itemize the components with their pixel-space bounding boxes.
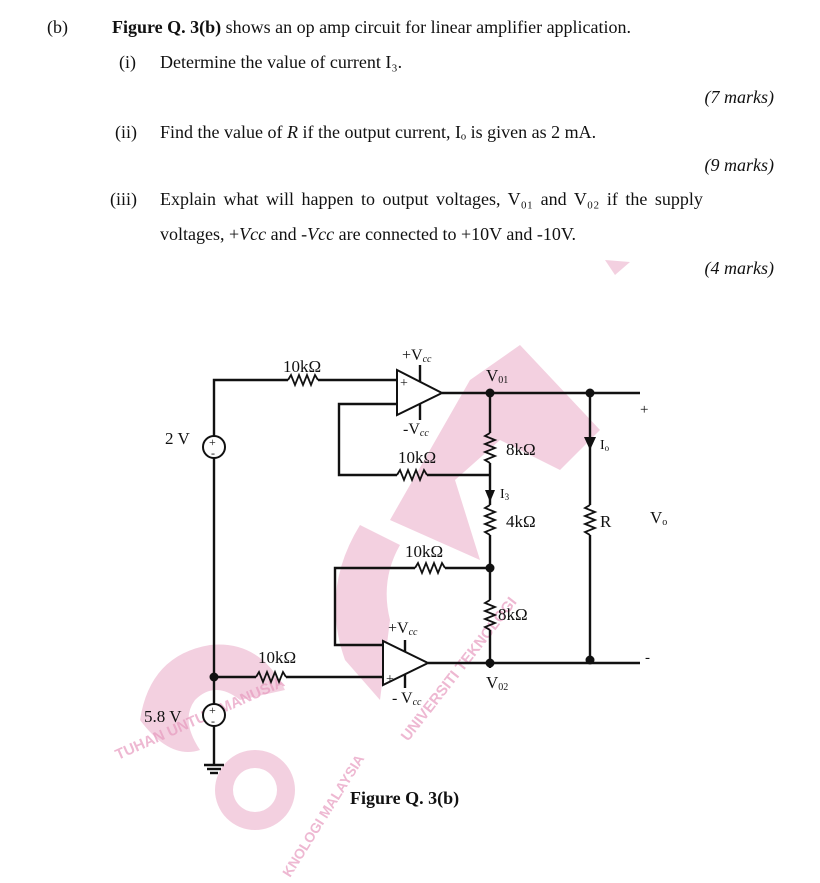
label-8k-bottom: 8kΩ [498,605,528,624]
sub3-line1: Explain what will happen to output volta… [160,189,703,209]
junction-right-top [585,388,595,398]
label-resistor-feedback1: 10kΩ [398,448,436,467]
junction-left [209,672,219,682]
figure-caption: Figure Q. 3(b) [350,788,459,809]
source-5-8v: + - [202,703,226,728]
watermark-shape-left [140,644,285,752]
sub3-label: (iii) [110,189,137,209]
sub1-marks: (7 marks) [704,87,775,107]
sub3-vcc2: Vcc [307,224,335,244]
sub2-text: Find the value of R if the output curren… [160,122,596,144]
sub3-line2: voltages, +Vcc and -Vcc are connected to… [160,224,576,246]
arrow-io [584,437,596,450]
opamp-1: + [396,368,445,417]
label-resistor-input2: 10kΩ [258,648,296,667]
source-2v-plus: + [209,435,216,449]
opamp1-plus-pin: + [400,376,408,391]
sub2-marks: (9 marks) [704,155,775,175]
junction-right-bottom [585,655,595,665]
resistor-R [582,504,598,536]
junction-mid [485,563,495,573]
sub3-line2-c: are connected to +10V and -10V. [334,224,577,244]
source-5-8v-minus: - [211,714,215,728]
figure-ref: Figure Q. 3(b) [112,17,222,37]
label-output-plus: + [640,402,648,418]
label-resistor-R: R [600,512,612,531]
sub2-label: (ii) [115,122,137,142]
label-8k-top: 8kΩ [506,440,536,459]
watermark: TUHAN UNTUK MANUSIA UNIVERSITI TEKNOLOGI… [113,260,630,880]
sub2-var: R [286,122,298,142]
label-i3: I3 [500,487,510,502]
resistor-input2 [255,669,287,685]
junction-vo2 [485,658,495,668]
sub3-marks: (4 marks) [704,258,775,278]
arrow-i3 [485,490,495,502]
opamp2-plus-pin: + [386,672,394,687]
label-resistor-feedback2: 10kΩ [405,542,443,561]
label-source-5-8v: 5.8 V [144,707,182,726]
sub1-label: (i) [119,52,136,72]
resistor-top [287,372,319,388]
label-vo1: V01 [486,366,508,386]
question-intro: Figure Q. 3(b) shows an op amp circuit f… [112,17,631,39]
resistor-4k [482,504,498,536]
sub1-text: Determine the value of current I₃. [160,52,403,72]
resistor-8k-top [482,432,498,464]
junctions [209,388,595,682]
watermark-circle-inner [233,768,277,812]
label-source-2v: 2 V [165,429,190,448]
intro-text: shows an op amp circuit for linear ampli… [221,17,632,37]
label-opamp2-neg-supply: - Vcc [392,690,422,708]
label-opamp1-neg-supply: -Vcc [403,421,429,439]
sub3-line2-a: voltages, + [160,224,240,244]
watermark-shape-top [390,345,600,560]
label-vo: Vo [650,508,667,528]
label-output-minus: - [645,650,650,666]
resistor-feedback2 [414,560,446,576]
sub3-line2-b: and - [266,224,308,244]
opamp-2: + [382,639,431,687]
resistors [255,372,598,685]
source-2v-minus: - [211,446,215,460]
label-opamp2-pos-supply: +Vcc [388,620,418,638]
sub2-text-after: if the output current, Iₒ is given as 2 … [297,122,597,142]
source-2v: + - [202,435,226,460]
sub2-text-before: Find the value of [160,122,287,142]
watermark-speck [605,260,630,275]
label-io: Io [600,438,610,453]
resistor-feedback1 [396,467,428,483]
sub3-vcc1: Vcc [239,224,267,244]
resistor-8k-bottom [482,599,498,631]
part-label: (b) [47,17,68,37]
label-vo2: V02 [486,673,508,693]
wires [204,365,640,775]
label-resistor-top: 10kΩ [283,357,321,376]
junction-vo1 [485,388,495,398]
source-5-8v-plus: + [209,703,216,717]
watermark-text-bottom: KNOLOGI MALAYSIA [279,751,367,879]
label-4k: 4kΩ [506,512,536,531]
label-opamp1-pos-supply: +Vcc [402,347,432,365]
